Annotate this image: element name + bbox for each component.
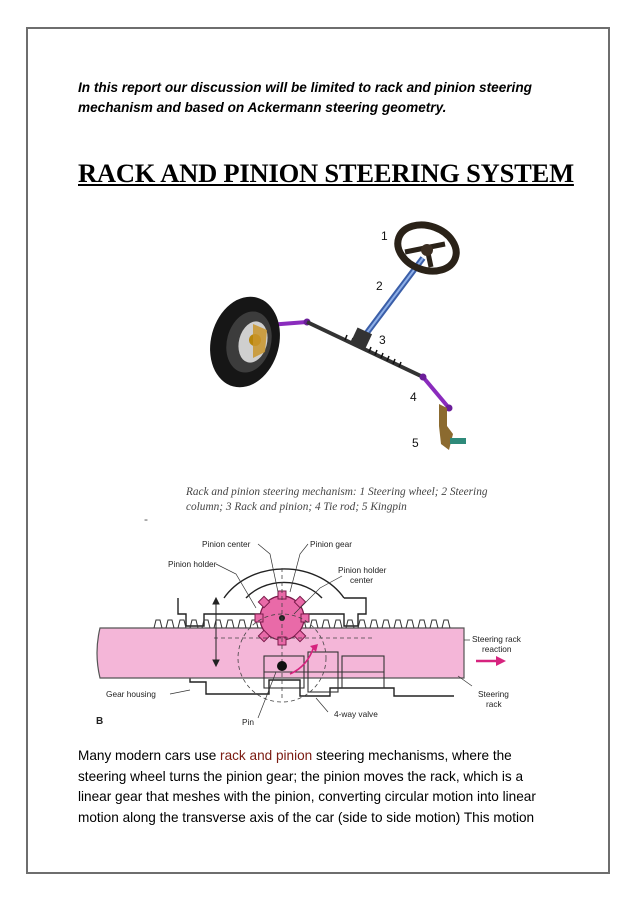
callout-pin: Pin bbox=[242, 717, 254, 727]
gear-housing-outline bbox=[177, 568, 454, 697]
figure-label-3: 3 bbox=[379, 333, 386, 347]
callout-pinion-gear: Pinion gear bbox=[310, 539, 352, 549]
figure-label-4: 4 bbox=[410, 390, 417, 404]
body-text-part2: steering mechanisms, where the steering … bbox=[78, 748, 536, 825]
rack-body bbox=[96, 619, 465, 679]
stray-mark: - bbox=[144, 512, 148, 526]
steering-assembly-figure: 1 2 3 4 5 bbox=[210, 221, 466, 450]
page-border bbox=[26, 27, 610, 874]
figure-label-2: 2 bbox=[376, 279, 383, 293]
rack-pinion-diagram: Pinion center Pinion gear Pinion holder … bbox=[96, 539, 522, 727]
body-text-part1: Many modern cars use bbox=[78, 748, 221, 763]
tie-rod-right bbox=[421, 375, 451, 410]
road-wheel bbox=[210, 296, 280, 388]
pin-icon bbox=[277, 661, 287, 671]
section-heading: RACK AND PINION STEERING SYSTEM bbox=[78, 158, 574, 188]
figure2-panel-label: B bbox=[96, 716, 103, 727]
rack-and-pinion-link[interactable]: rack and pinion bbox=[220, 748, 313, 763]
rotation-arrow-icon bbox=[289, 645, 315, 675]
figure-label-1: 1 bbox=[381, 229, 388, 243]
callout-gear-housing: Gear housing bbox=[106, 689, 156, 699]
body-paragraph: Many modern cars use rack and pinion ste… bbox=[78, 746, 548, 828]
callout-pinion-holder-center-2: center bbox=[350, 575, 373, 585]
figure1-caption: Rack and pinion steering mechanism: 1 St… bbox=[186, 486, 488, 513]
rack-bar bbox=[306, 320, 424, 379]
callout-steering-rack-2: rack bbox=[486, 699, 503, 709]
callout-steering-rack-1: Steering bbox=[478, 689, 509, 699]
intro-paragraph: In this report our discussion will be li… bbox=[78, 80, 532, 115]
steering-wheel bbox=[394, 221, 460, 275]
callout-4-way-valve: 4-way valve bbox=[334, 709, 378, 719]
callout-pinion-holder-center-1: Pinion holder bbox=[338, 565, 387, 575]
pinion-housing bbox=[349, 327, 373, 351]
callout-steering-rack-reaction-1: Steering rack bbox=[472, 634, 522, 644]
callout-steering-rack-reaction-2: reaction bbox=[482, 644, 512, 654]
callout-pinion-holder: Pinion holder bbox=[168, 559, 217, 569]
callout-pinion-center: Pinion center bbox=[202, 539, 251, 549]
reaction-arrow-icon bbox=[476, 656, 506, 666]
figure-label-5: 5 bbox=[412, 436, 419, 450]
kingpin bbox=[439, 404, 466, 450]
